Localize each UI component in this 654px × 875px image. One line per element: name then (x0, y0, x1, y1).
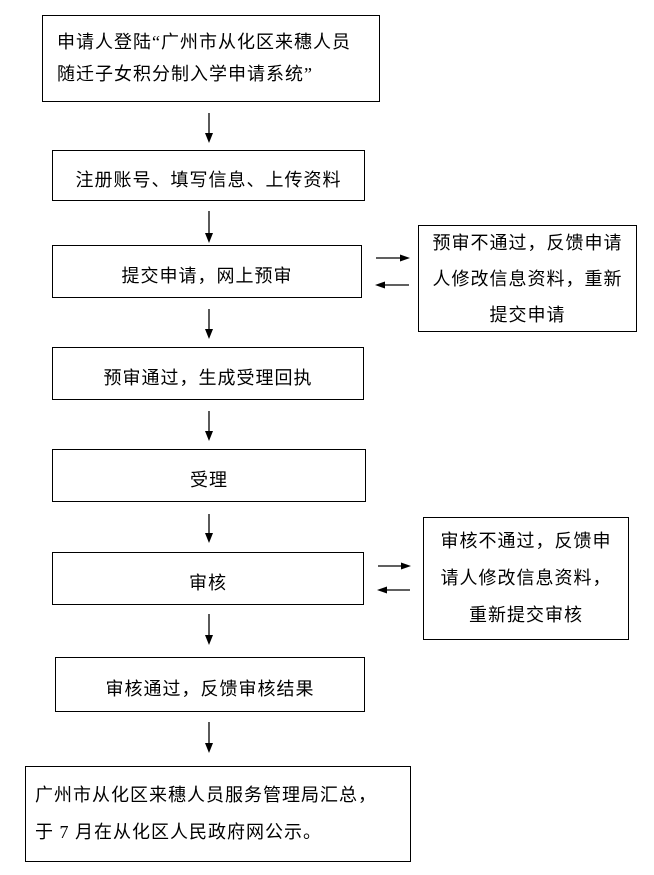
step-box-submit-prereview: 提交申请，网上预审 (52, 245, 362, 298)
step-text-line: 随迁子女积分制入学申请系统” (57, 64, 313, 84)
arrow-down-3 (205, 309, 213, 339)
step-text-line: 于 7 月在从化区人民政府网公示。 (35, 822, 322, 842)
feedback-box-review-fail: 审核不通过，反馈申 请人修改信息资料， 重新提交审核 (423, 517, 629, 640)
step-text-line: 广州市从化区来穗人员服务管理局汇总， (35, 785, 377, 805)
arrow-down-2 (205, 211, 213, 243)
step-box-review-pass: 审核通过，反馈审核结果 (55, 657, 365, 712)
feedback-text-line: 人修改信息资料，重新 (432, 268, 623, 289)
step-box-register: 注册账号、填写信息、上传资料 (52, 150, 365, 201)
arrow-down-7 (205, 722, 213, 753)
arrow-down-4 (205, 411, 213, 441)
step-text: 提交申请，网上预审 (121, 265, 293, 286)
feedback-text-line: 重新提交审核 (469, 605, 583, 625)
arrow-down-1 (205, 113, 213, 143)
arrow-right-to-prereview-feedback (376, 254, 410, 262)
step-text: 预审通过，生成受理回执 (103, 367, 313, 388)
step-text-line: 申请人登陆“广州市从化区来穗人员 (57, 32, 351, 52)
step-box-prereview-pass: 预审通过，生成受理回执 (52, 347, 364, 400)
arrow-down-6 (205, 614, 213, 645)
step-box-review: 审核 (52, 552, 364, 605)
feedback-box-prereview-fail: 预审不通过，反馈申请 人修改信息资料，重新 提交申请 (418, 225, 637, 332)
feedback-text-line: 请人修改信息资料， (440, 568, 612, 588)
arrow-left-from-review-feedback (377, 586, 410, 594)
step-text: 审核通过，反馈审核结果 (105, 678, 315, 699)
step-box-accept: 受理 (52, 449, 366, 502)
feedback-text-line: 预审不通过，反馈申请 (432, 232, 623, 253)
step-box-login-system: 申请人登陆“广州市从化区来穗人员 随迁子女积分制入学申请系统” (42, 15, 380, 102)
arrow-down-5 (205, 514, 213, 543)
step-text: 受理 (190, 469, 228, 490)
step-text: 审核 (189, 572, 227, 593)
step-box-publish: 广州市从化区来穗人员服务管理局汇总， 于 7 月在从化区人民政府网公示。 (25, 766, 411, 862)
step-text: 注册账号、填写信息、上传资料 (75, 169, 342, 190)
arrow-right-to-review-feedback (378, 562, 411, 570)
arrow-left-from-prereview-feedback (375, 281, 409, 289)
feedback-text-line: 提交申请 (489, 304, 566, 325)
feedback-text-line: 审核不通过，反馈申 (440, 531, 612, 551)
